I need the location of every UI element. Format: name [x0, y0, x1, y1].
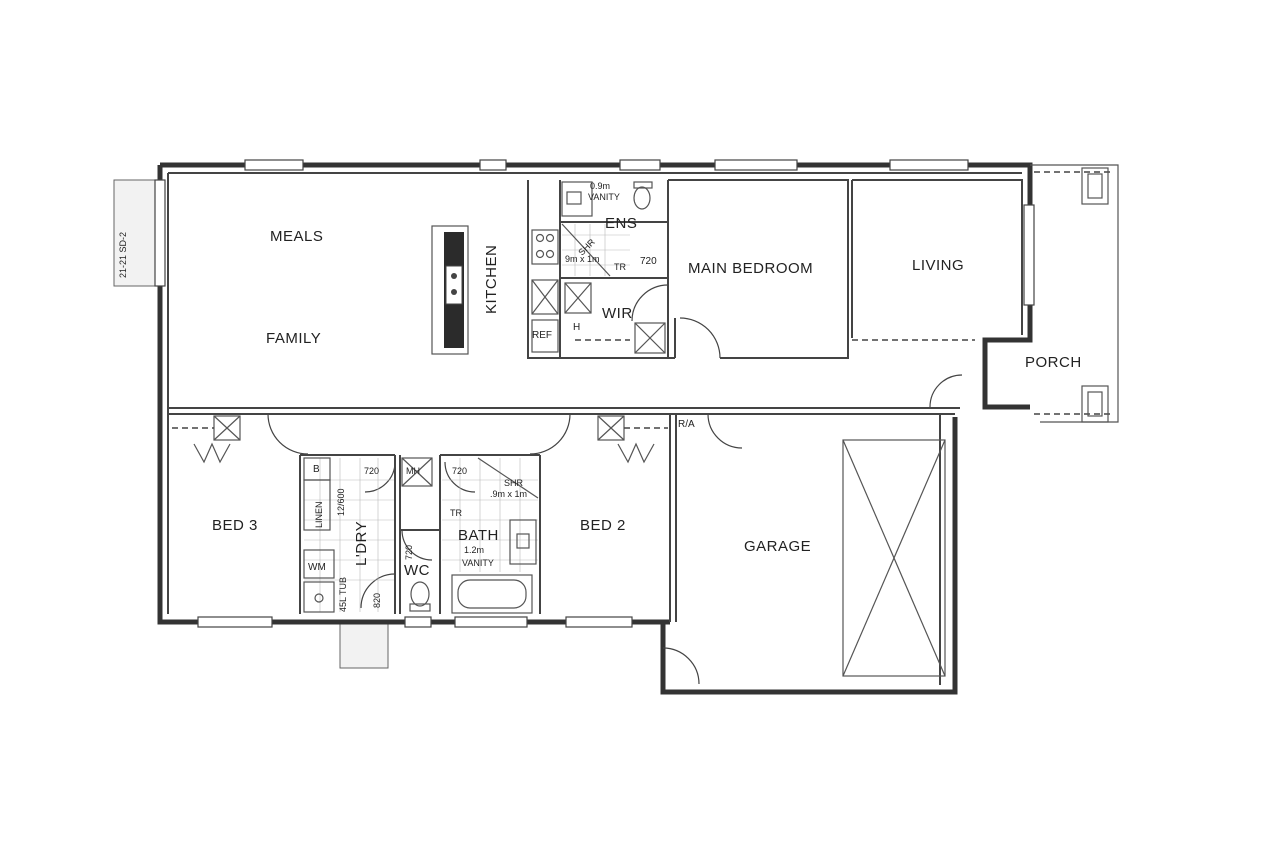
garage-door	[842, 439, 946, 677]
porch-outline	[1030, 164, 1119, 423]
label-garage: GARAGE	[744, 538, 811, 555]
bath-shr: SHR	[504, 478, 524, 488]
annotations: 0.9m VANITY SHR 9m x 1m TR 720 REF H R/A…	[118, 181, 695, 612]
ldry-door-width: 720	[364, 466, 379, 476]
alfresco-slab	[113, 179, 159, 287]
wm-label: WM	[308, 562, 326, 573]
laundry-fixtures	[303, 457, 394, 613]
label-bed2: BED 2	[580, 517, 626, 534]
ens-vanity-size: 0.9m	[590, 181, 610, 191]
ens-tr: TR	[614, 262, 626, 272]
wc-door-width: 720	[404, 545, 414, 560]
kitchen-appliances	[531, 229, 559, 353]
internal-walls	[168, 179, 1023, 685]
linen-label: LINEN	[314, 501, 324, 528]
label-ldry: L'DRY	[353, 521, 370, 566]
label-porch: PORCH	[1025, 354, 1082, 371]
label-living: LIVING	[912, 257, 964, 274]
kitchen-island	[431, 225, 469, 355]
label-bath: BATH	[458, 527, 499, 544]
tub-label: 45L TUB	[338, 577, 348, 612]
manhole-label: MH	[406, 466, 420, 476]
robes	[172, 415, 668, 464]
wir-hanging: H	[573, 322, 580, 333]
ra-label: R/A	[678, 419, 695, 430]
label-kitchen: KITCHEN	[483, 245, 500, 314]
ens-vanity: VANITY	[588, 192, 620, 202]
label-wc: WC	[404, 562, 430, 579]
wc-bath-fixtures	[401, 457, 539, 614]
bath-vanity-size: 1.2m	[464, 545, 484, 555]
label-ens: ENS	[605, 215, 637, 232]
b-label: B	[313, 464, 320, 475]
bath-vanity: VANITY	[462, 558, 494, 568]
door-swings	[267, 284, 963, 685]
bath-door-width: 720	[452, 466, 467, 476]
ref-label: REF	[532, 330, 552, 341]
ens-shr-size: 9m x 1m	[565, 254, 600, 264]
ens-door-width: 720	[640, 256, 657, 267]
laundry-step	[339, 623, 389, 669]
label-bed3: BED 3	[212, 517, 258, 534]
label-main-bedroom: MAIN BEDROOM	[688, 260, 813, 277]
label-wir: WIR	[602, 305, 633, 322]
bath-shr-size: .9m x 1m	[490, 489, 527, 499]
bath-tr: TR	[450, 508, 462, 518]
label-meals: MEALS	[270, 228, 323, 245]
linen-size: 12/600	[336, 488, 346, 516]
label-family: FAMILY	[266, 330, 321, 347]
ldry-ext-door-width: 820	[372, 593, 382, 608]
windows	[154, 159, 1035, 628]
room-labels: MEALS FAMILY KITCHEN ENS WIR MAIN BEDROO…	[212, 215, 1082, 579]
ensuite-fixtures	[561, 181, 666, 354]
sliding-door-label: 21-21 SD-2	[118, 232, 128, 278]
